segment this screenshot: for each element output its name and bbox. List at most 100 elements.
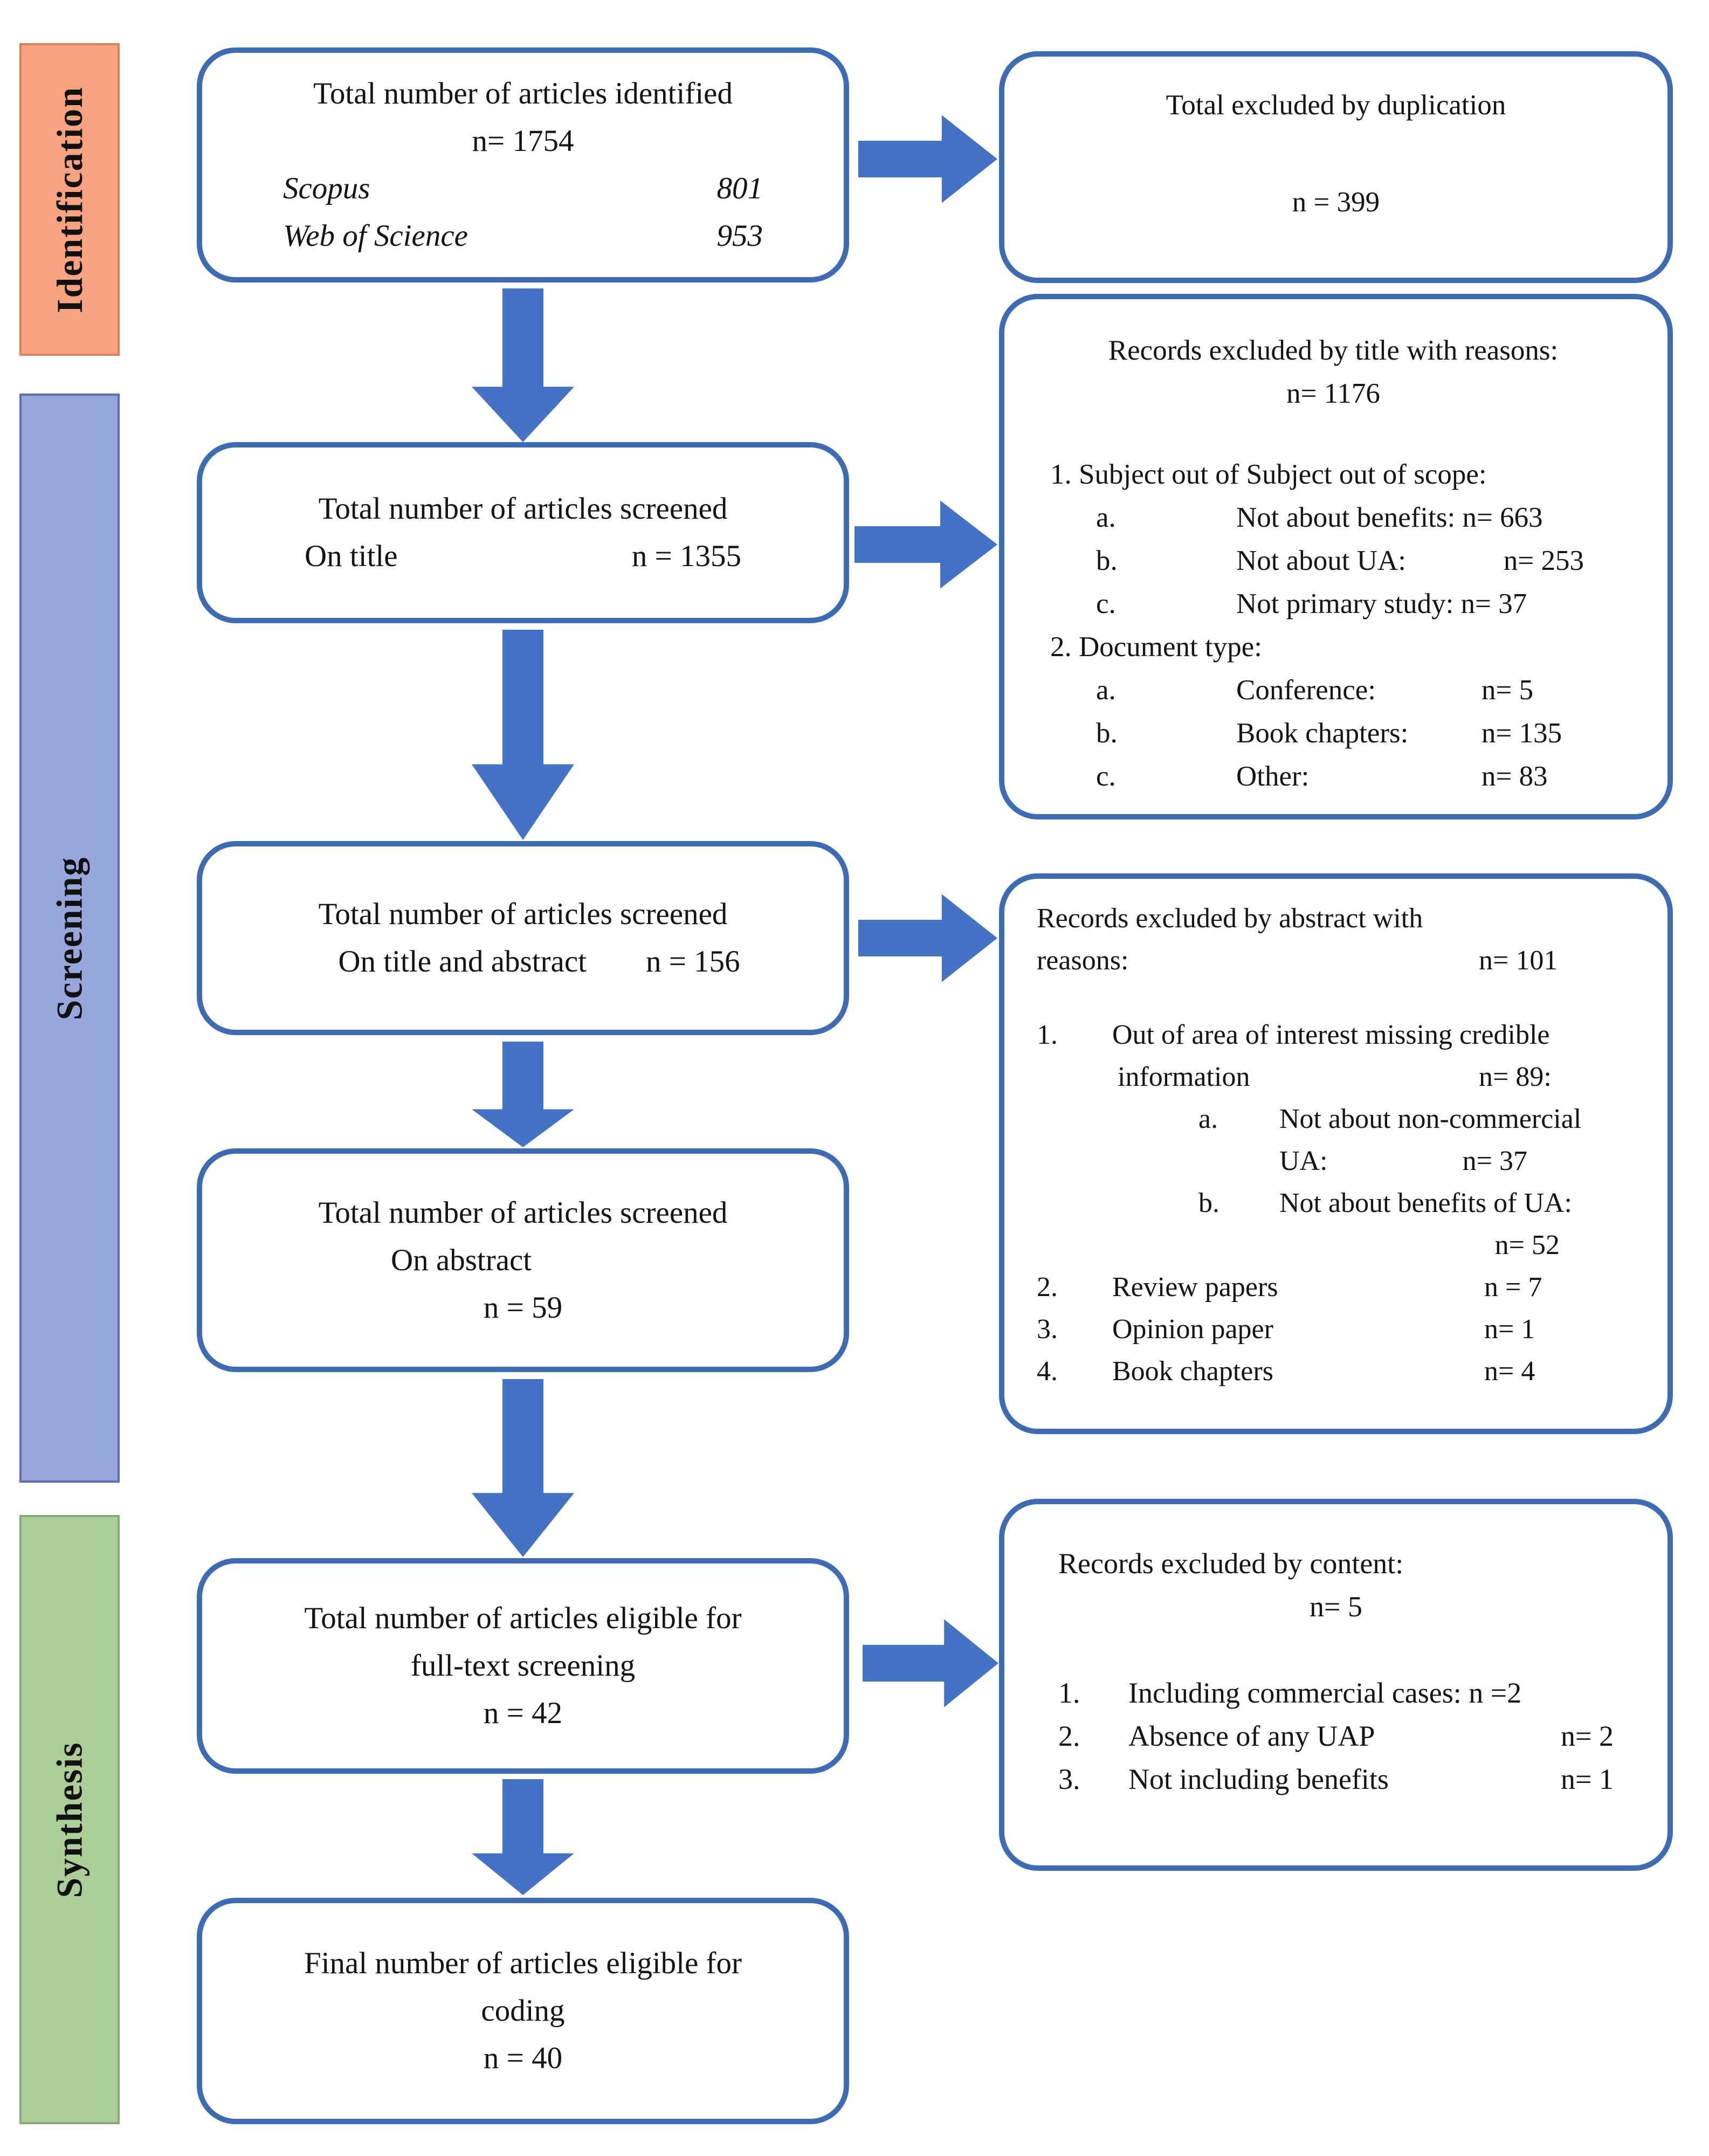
spacer	[1058, 1628, 1614, 1671]
item-text: Opinion paper	[1112, 1314, 1273, 1345]
item-text-row: Book chapters: n= 135	[1236, 712, 1616, 755]
list-item: 4. Book chapters n= 4	[1037, 1351, 1619, 1393]
source-row-web-of-science: Web of Science 953	[283, 212, 763, 260]
flow-arrow-down-icon	[472, 630, 574, 840]
identified-title: Total number of articles identified	[313, 77, 733, 111]
exclusion-arrow-right-icon	[858, 894, 997, 982]
item-text: information	[1118, 1062, 1250, 1092]
list-item: a. Conference: n= 5	[1096, 669, 1616, 712]
exclusion-arrow-right-icon	[858, 115, 997, 203]
by-title-group1-heading: 1. Subject out of Subject out of scope:	[1050, 459, 1487, 490]
list-item-continuation: information n= 89:	[1118, 1056, 1619, 1098]
list-item: 1. Out of area of interest missing credi…	[1037, 1014, 1619, 1056]
spacer	[1050, 415, 1616, 453]
item-marker: a.	[1198, 1104, 1218, 1134]
item-count: n= 83	[1481, 761, 1548, 792]
list-item: 2. Absence of any UAP n= 2	[1058, 1714, 1614, 1758]
source-name: Scopus	[283, 171, 370, 205]
stage-label-identification: Identification	[49, 86, 90, 313]
item-text: Not about benefits of UA:	[1279, 1188, 1573, 1218]
flow-arrow-down-icon	[472, 288, 574, 442]
duplication-count: n = 399	[1292, 187, 1380, 218]
stage-band-identification: Identification	[19, 43, 120, 356]
list-subitem: a. Not about non-commercial	[1198, 1098, 1619, 1140]
list-item: 1. Including commercial cases: n =2	[1058, 1671, 1614, 1714]
source-row-scopus: Scopus 801	[283, 165, 763, 212]
screened-title-abstract-detail: On title and abstract n = 156	[235, 938, 811, 986]
item-text: Absence of any UAP	[1128, 1720, 1375, 1752]
screen-criterion: On title	[305, 539, 398, 573]
item-marker: a.	[1096, 502, 1116, 533]
item-marker: 3.	[1058, 1763, 1080, 1795]
item-count: n= 1	[1561, 1763, 1614, 1795]
source-count: 801	[716, 171, 763, 205]
source-name: Web of Science	[283, 219, 468, 253]
by-title-title: Records excluded by title with reasons:	[1108, 335, 1559, 366]
item-count: n= 89:	[1479, 1062, 1552, 1092]
item-text: Book chapters	[1112, 1356, 1273, 1387]
item-marker: b.	[1198, 1188, 1219, 1218]
identified-box: Total number of articles identified n= 1…	[197, 47, 849, 283]
item-marker: b.	[1096, 545, 1118, 576]
item-text: Not about UA:	[1236, 545, 1407, 576]
item-text: Not primary study: n= 37	[1236, 588, 1527, 619]
by-content-title: Records excluded by content:	[1058, 1547, 1404, 1580]
final-line2: coding	[481, 1994, 565, 2028]
item-count: n= 4	[1484, 1356, 1535, 1387]
screened-on-title-box: Total number of articles screened On tit…	[197, 442, 849, 623]
stage-band-screening: Screening	[19, 394, 120, 1483]
item-marker: c.	[1096, 761, 1116, 792]
source-count: 953	[716, 219, 763, 253]
list-item: 3. Opinion paper n= 1	[1037, 1308, 1619, 1351]
screened-title: Total number of articles screened	[318, 492, 728, 526]
item-text: Other:	[1236, 761, 1310, 792]
item-marker: 2.	[1058, 1720, 1080, 1752]
eligible-fulltext-box: Total number of articles eligible for fu…	[197, 1558, 849, 1774]
eligible-count: n = 42	[483, 1696, 563, 1730]
item-marker: a.	[1096, 674, 1116, 706]
duplication-title: Total excluded by duplication	[1166, 89, 1506, 121]
flow-arrow-down-icon	[472, 1379, 574, 1557]
list-item: 2. Review papers n = 7	[1037, 1266, 1619, 1308]
identified-count: n= 1754	[472, 124, 574, 158]
item-marker: b.	[1096, 718, 1118, 749]
item-text: Not about benefits: n= 663	[1236, 502, 1543, 533]
item-text: Out of area of interest missing credible	[1112, 1020, 1550, 1050]
final-line1: Final number of articles eligible for	[304, 1946, 742, 1980]
item-text: Not about non-commercial	[1279, 1104, 1582, 1134]
item-text-row: Not about UA: n= 253	[1236, 539, 1616, 582]
list-item: c. Other: n= 83	[1096, 755, 1616, 798]
item-text: Not including benefits	[1128, 1763, 1389, 1795]
exclusion-arrow-right-icon	[854, 500, 997, 589]
flow-arrow-down-icon	[472, 1779, 574, 1895]
exclusion-arrow-right-icon	[863, 1619, 998, 1707]
by-content-count: n= 5	[1310, 1590, 1362, 1623]
item-marker: c.	[1096, 588, 1116, 619]
list-subitem-continuation: UA: n= 37	[1279, 1140, 1619, 1182]
item-count: n= 253	[1503, 545, 1584, 576]
item-marker: 1.	[1037, 1020, 1058, 1050]
item-text: Including commercial cases: n =2	[1128, 1677, 1522, 1709]
excluded-by-abstract-box: Records excluded by abstract with reason…	[999, 873, 1673, 1434]
screen-count: n = 59	[483, 1290, 563, 1325]
stage-label-screening: Screening	[49, 856, 90, 1020]
item-text-row: Other: n= 83	[1236, 755, 1616, 798]
by-abstract-title-line2: reasons: n= 101	[1037, 940, 1619, 982]
excluded-by-content-box: Records excluded by content: n= 5 1. Inc…	[999, 1499, 1673, 1871]
item-text: Book chapters:	[1236, 718, 1409, 749]
eligible-line2: full-text screening	[410, 1649, 636, 1683]
by-title-group2-heading: 2. Document type:	[1050, 631, 1262, 663]
by-abstract-title-line1: Records excluded by abstract with	[1037, 903, 1423, 934]
flow-arrow-down-icon	[472, 1042, 574, 1147]
stage-band-synthesis: Synthesis	[19, 1515, 120, 2124]
excluded-duplication-box: Total excluded by duplication n = 399	[999, 51, 1673, 283]
item-count: n= 52	[1494, 1230, 1560, 1260]
item-marker: 2.	[1037, 1272, 1058, 1303]
list-item: b. Book chapters: n= 135	[1096, 712, 1616, 755]
screened-title: Total number of articles screened	[318, 897, 728, 931]
spacer	[1053, 127, 1619, 181]
list-item: b. Not about UA: n= 253	[1096, 539, 1616, 582]
final-count: n = 40	[483, 2041, 563, 2075]
item-text: UA:	[1279, 1146, 1328, 1176]
item-count: n = 7	[1484, 1272, 1542, 1303]
